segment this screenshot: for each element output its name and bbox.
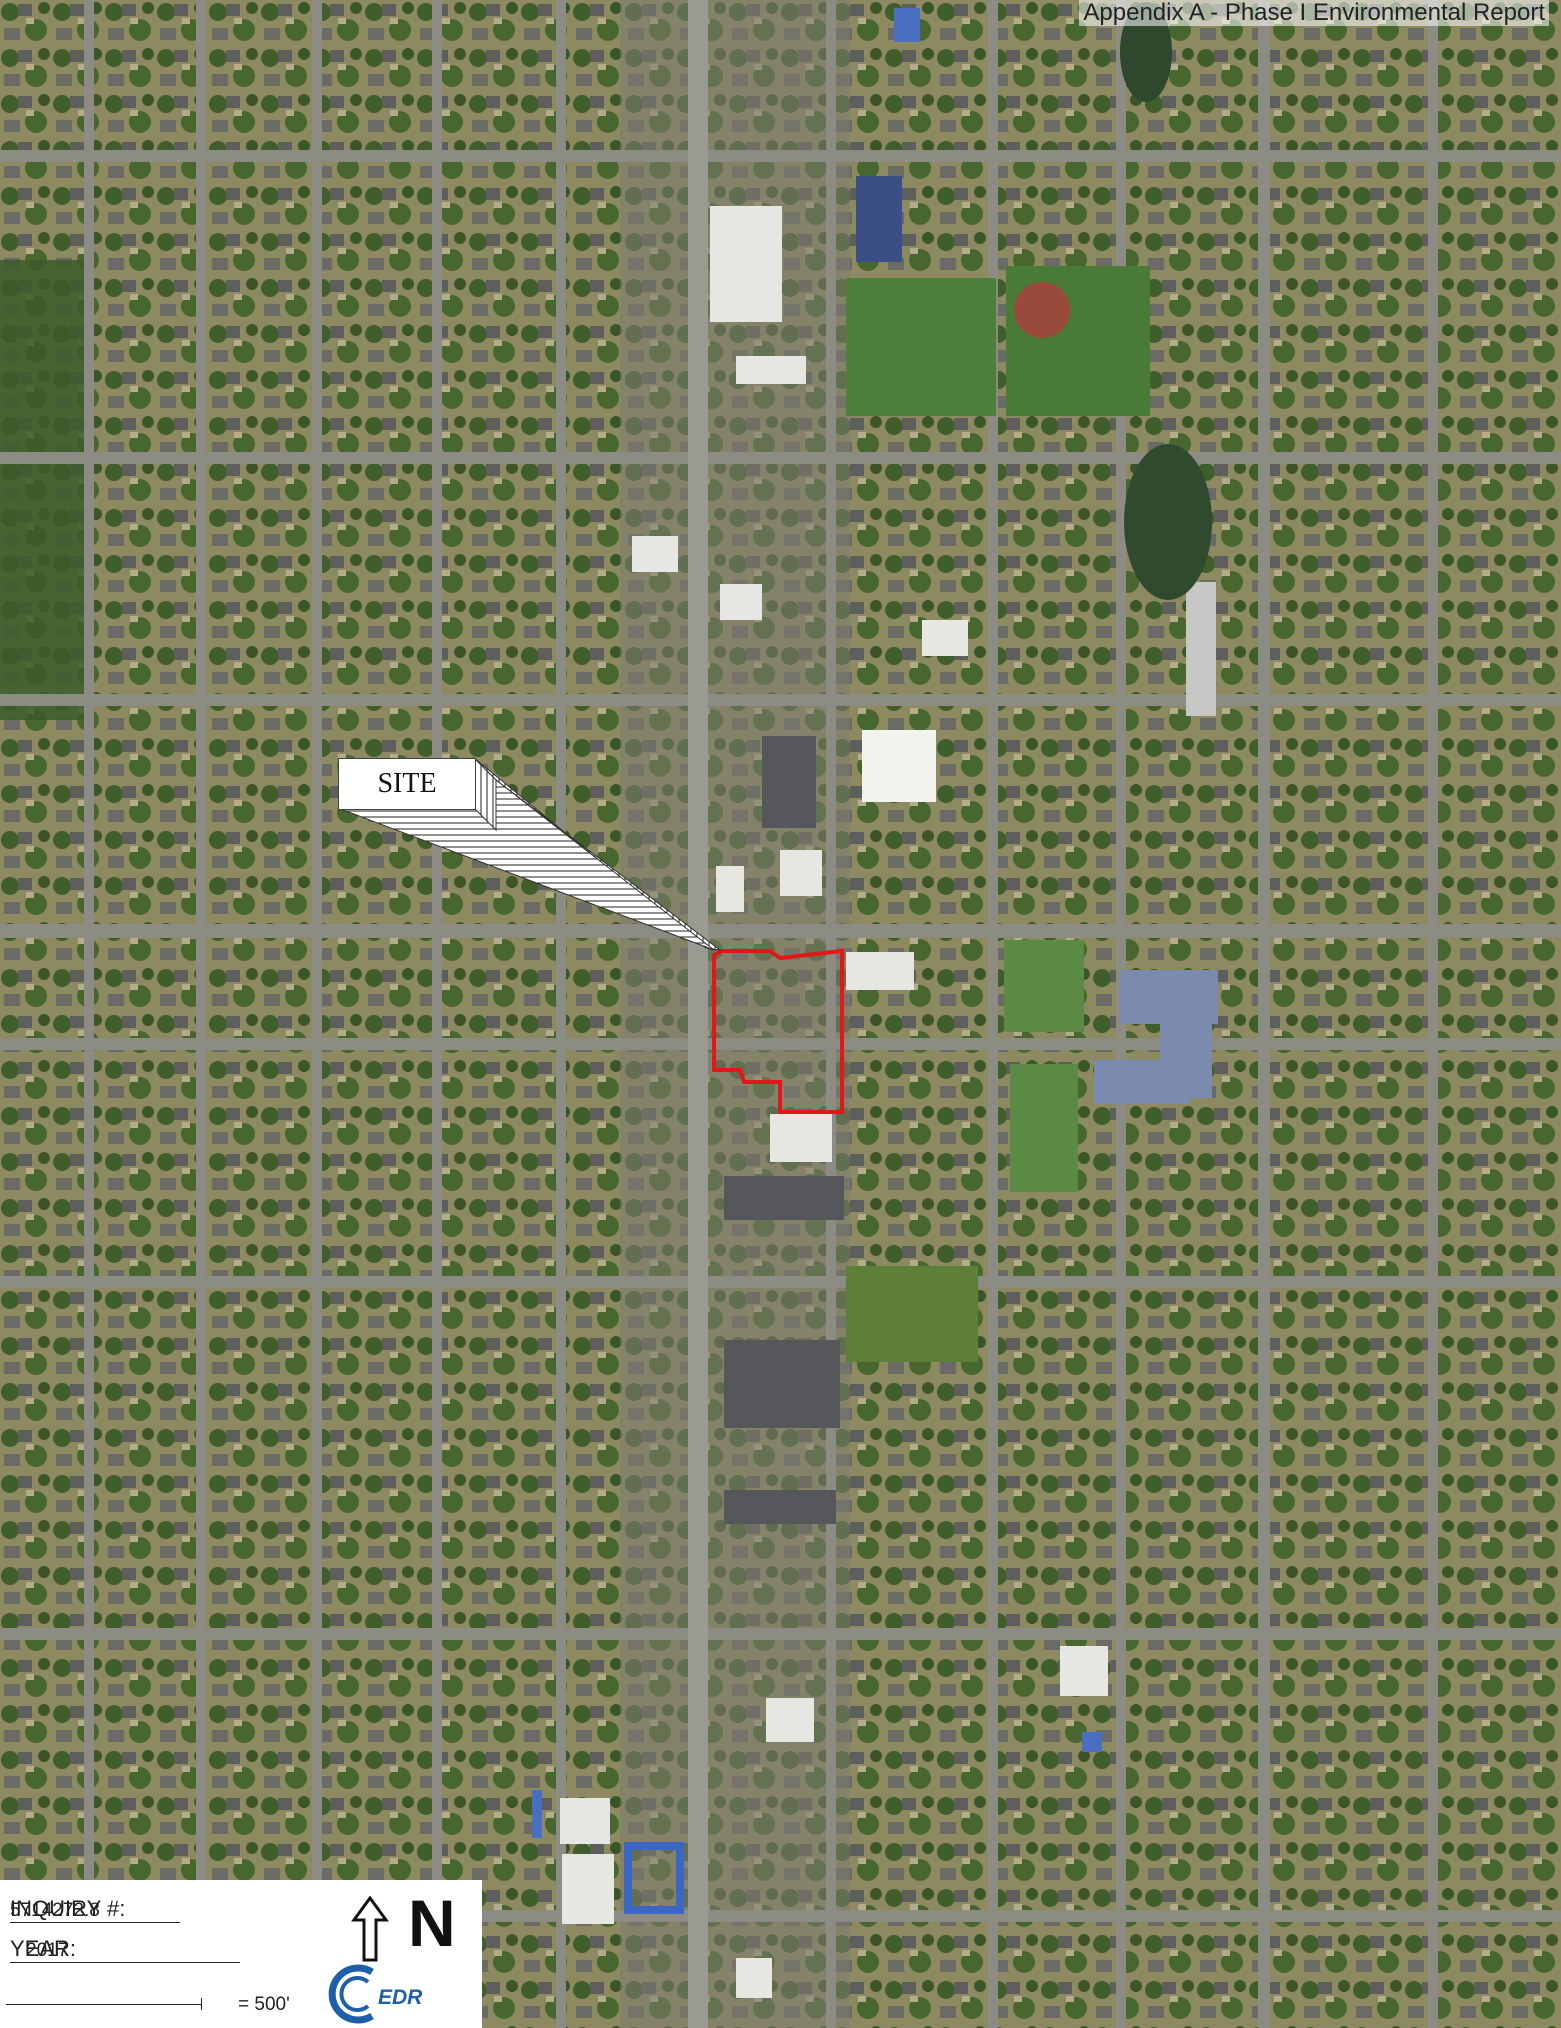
- scale-text: = 500': [238, 1994, 290, 2015]
- school-building: [1094, 970, 1218, 1104]
- report-title: Appendix A - Phase I Environmental Repor…: [1079, 0, 1549, 26]
- north-label: N: [408, 1886, 456, 1960]
- year-value: 2017: [10, 1940, 240, 1963]
- tennis-courts: [856, 176, 902, 262]
- north-arrow-icon: [351, 1896, 389, 1962]
- commercial-strip: [620, 0, 850, 2028]
- green-lot: [846, 1266, 978, 1362]
- baseball-infield: [1014, 282, 1070, 338]
- buildings: [560, 206, 1108, 1998]
- pond-north: [1120, 2, 1172, 102]
- inquiry-value: 5714272.8: [10, 1900, 180, 1923]
- school-lawn: [1010, 1064, 1078, 1192]
- dark-buildings: [724, 582, 1216, 1524]
- site-label: SITE: [338, 758, 476, 810]
- year-row: YEAR: 2017: [10, 1936, 240, 1963]
- site-boundary: [712, 948, 844, 1114]
- tree-cover: [0, 260, 90, 720]
- edr-logo-icon: [328, 1964, 374, 2024]
- inquiry-row: INQUIRY #: 5714272.8: [10, 1896, 180, 1923]
- map-legend: INQUIRY #: 5714272.8 YEAR: 2017 = 500' N…: [0, 1880, 482, 2028]
- school-field: [1004, 940, 1084, 1032]
- pond: [1124, 444, 1212, 600]
- inquiry-label: INQUIRY #:: [10, 1896, 126, 1921]
- scale-bar: [6, 1998, 202, 2010]
- year-label: YEAR:: [10, 1936, 77, 1961]
- athletic-field: [846, 278, 996, 416]
- blue-roof-buildings: [532, 8, 1102, 1914]
- edr-logo-text: EDR: [378, 1986, 423, 2009]
